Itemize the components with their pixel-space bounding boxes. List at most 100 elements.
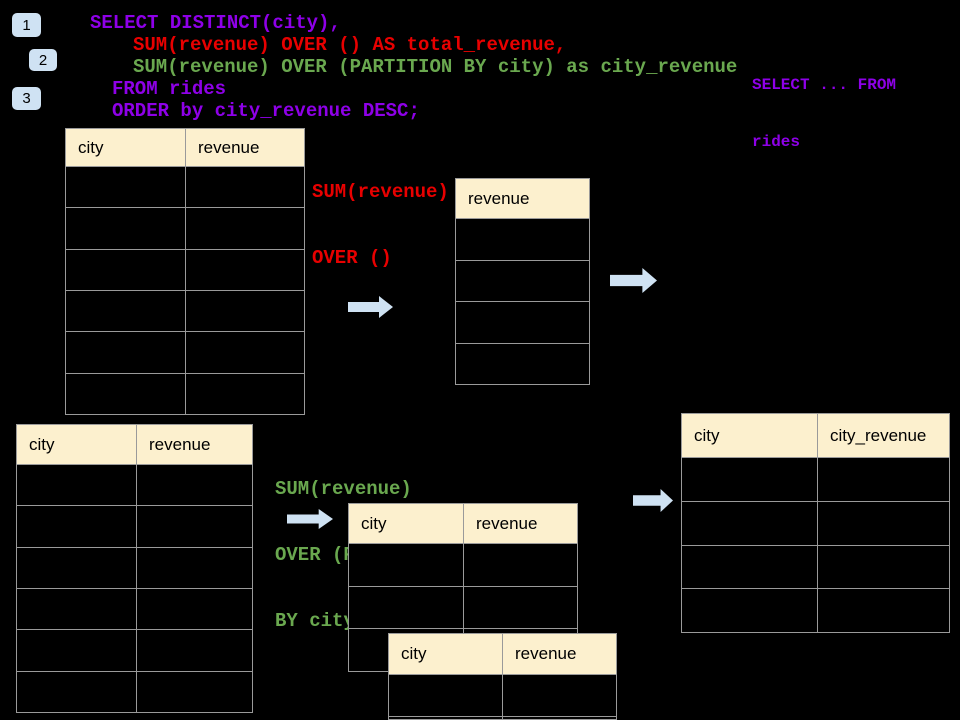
- table-cell: [137, 672, 252, 712]
- from-annotation-line-2: rides: [752, 133, 801, 151]
- table-cell: [137, 548, 252, 588]
- table-cell: [349, 544, 464, 586]
- table-row: [682, 545, 949, 590]
- table-body: [389, 675, 616, 719]
- column-header-city: city: [66, 129, 186, 167]
- from-rides-annotation: SELECT ... FROM rides: [752, 38, 896, 190]
- table-source-bottom: city revenue: [16, 424, 253, 713]
- column-header-city-revenue: city_revenue: [818, 414, 949, 458]
- table-row: [66, 290, 304, 333]
- table-row: [349, 586, 577, 630]
- table-cell: [456, 344, 589, 385]
- column-header-city: city: [349, 504, 464, 544]
- step-1-label: 1: [22, 16, 31, 34]
- column-header-revenue: revenue: [456, 179, 589, 219]
- table-cell: [17, 506, 137, 547]
- table-row: [66, 249, 304, 291]
- table-cell: [137, 465, 252, 505]
- table-partition-group-overlay: city revenue: [388, 633, 617, 720]
- table-cell: [66, 332, 186, 373]
- table-cell: [456, 261, 589, 302]
- sql-line-total-revenue: SUM(revenue) OVER () AS total_revenue,: [133, 34, 567, 56]
- table-header-row: city city_revenue: [682, 414, 949, 458]
- table-row: [456, 219, 589, 261]
- table-row: [17, 671, 252, 712]
- table-cell: [66, 373, 186, 414]
- table-cell: [682, 501, 818, 545]
- table-body: [682, 458, 949, 632]
- table-header-row: city revenue: [66, 129, 304, 167]
- table-cell: [186, 208, 304, 248]
- table-cell: [818, 546, 949, 589]
- table-cell: [66, 208, 186, 249]
- table-cell: [456, 219, 589, 260]
- table-final-result: city city_revenue: [681, 413, 950, 633]
- table-row: [66, 167, 304, 209]
- table-cell: [17, 630, 137, 671]
- table-body: [17, 465, 252, 712]
- table-body: [66, 167, 304, 414]
- sql-line-partition: SUM(revenue) OVER (PARTITION BY city) as…: [133, 56, 738, 78]
- table-cell: [818, 589, 949, 632]
- step-1-badge: 1: [12, 13, 41, 37]
- table-row: [349, 544, 577, 587]
- table-header-row: revenue: [456, 179, 589, 219]
- table-cell: [818, 502, 949, 545]
- table-cell: [682, 589, 818, 632]
- table-cell: [186, 291, 304, 331]
- table-row: [682, 458, 949, 502]
- table-cell: [186, 167, 304, 207]
- table-row: [17, 506, 252, 548]
- sql-line-from: FROM rides: [112, 78, 227, 100]
- total-window-label: SUM(revenue) OVER (): [312, 137, 449, 313]
- table-total-result: revenue: [455, 178, 590, 385]
- arrow-right-icon: [633, 489, 673, 512]
- table-cell: [17, 465, 137, 506]
- table-header-row: city revenue: [17, 425, 252, 465]
- table-row: [389, 717, 616, 719]
- partition-window-line-1: SUM(revenue): [275, 478, 412, 500]
- table-row: [682, 589, 949, 632]
- table-row: [682, 501, 949, 546]
- column-header-city: city: [682, 414, 818, 458]
- table-cell: [137, 630, 252, 670]
- from-annotation-line-1: SELECT ... FROM: [752, 76, 897, 94]
- sql-line-order-by: ORDER by city_revenue DESC;: [112, 100, 420, 122]
- column-header-revenue: revenue: [503, 634, 616, 675]
- column-header-city: city: [389, 634, 503, 675]
- table-cell: [137, 589, 252, 629]
- step-3-badge: 3: [12, 87, 41, 110]
- table-cell: [464, 587, 577, 629]
- column-header-revenue: revenue: [186, 129, 304, 167]
- table-cell: [389, 717, 503, 719]
- table-row: [456, 261, 589, 302]
- table-row: [66, 208, 304, 250]
- table-cell: [66, 167, 186, 208]
- table-cell: [137, 506, 252, 546]
- table-cell: [818, 458, 949, 501]
- table-cell: [186, 374, 304, 414]
- column-header-revenue: revenue: [464, 504, 577, 544]
- table-row: [17, 465, 252, 507]
- table-row: [17, 547, 252, 589]
- table-cell: [186, 332, 304, 372]
- column-header-revenue: revenue: [137, 425, 252, 465]
- table-cell: [456, 302, 589, 343]
- table-row: [66, 373, 304, 414]
- table-cell: [389, 675, 503, 716]
- step-2-label: 2: [38, 51, 48, 69]
- table-cell: [17, 588, 137, 630]
- total-window-line-1: SUM(revenue): [312, 181, 449, 203]
- step-2-badge: 2: [29, 49, 57, 71]
- table-header-row: city revenue: [389, 634, 616, 675]
- table-row: [389, 675, 616, 717]
- table-header-row: city revenue: [349, 504, 577, 544]
- sql-line-select: SELECT DISTINCT(city),: [90, 12, 341, 34]
- table-cell: [17, 547, 137, 588]
- table-cell: [503, 675, 616, 716]
- table-row: [17, 588, 252, 631]
- arrow-right-icon: [610, 268, 657, 293]
- table-body: [456, 219, 589, 384]
- table-cell: [186, 250, 304, 290]
